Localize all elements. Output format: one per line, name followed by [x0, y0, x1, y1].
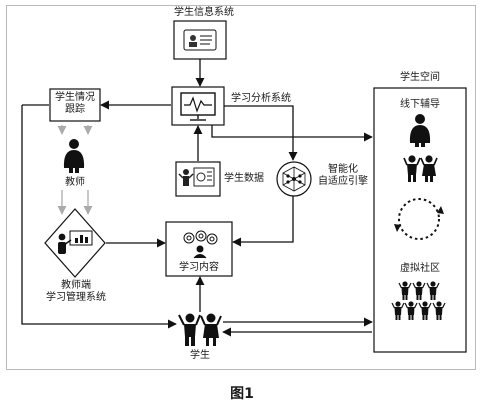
adaptive-engine-node [276, 161, 312, 197]
learning-content-label: 学习内容 [179, 262, 219, 273]
adaptive-engine-label: 智能化 自适应引擎 [318, 164, 368, 187]
student-label: 学生 [190, 350, 210, 361]
student-info-system-node [173, 20, 227, 60]
student-space-label: 学生空间 [400, 72, 440, 83]
student-data-icon [178, 167, 215, 187]
monitor-pulse-icon [180, 92, 216, 121]
teacher-person-icon [63, 139, 85, 173]
student-info-system-label: 学生信息系统 [174, 7, 234, 18]
student-tracking-node [49, 88, 101, 122]
students-icon [178, 313, 222, 346]
learning-content-node [165, 221, 233, 277]
tutor-person-icon [409, 114, 431, 147]
learning-analysis-system-label: 学习分析系统 [231, 93, 291, 104]
teacher-system-node [44, 208, 106, 278]
id-card-icon [183, 29, 217, 51]
teacher-system-label: 教师端 学习管理系统 [46, 280, 106, 303]
student-tracking-label: 学生情况 跟踪 [55, 92, 95, 115]
gears-icon [183, 230, 218, 259]
teacher-label: 教师 [65, 177, 85, 188]
student-data-node [175, 161, 221, 197]
student-data-label: 学生数据 [224, 173, 264, 184]
cycle-arrows-icon [394, 198, 444, 240]
offline-tutoring-label: 线下辅导 [400, 99, 440, 110]
cube-network-icon [282, 166, 306, 192]
virtual-community-label: 虚拟社区 [400, 263, 440, 274]
teacher-board-icon [58, 230, 93, 254]
figure-caption: 图1 [230, 386, 254, 402]
diagram-frame [6, 5, 476, 370]
space-students-icon [403, 155, 438, 182]
community-icon [391, 281, 446, 320]
learning-analysis-system-node [171, 86, 225, 126]
